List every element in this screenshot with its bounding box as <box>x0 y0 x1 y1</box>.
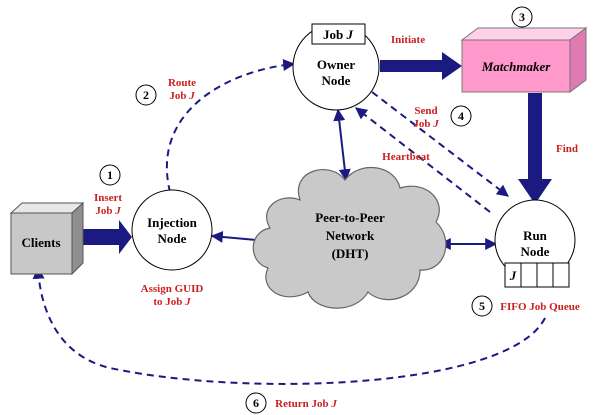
route-job-arrow <box>165 59 296 193</box>
clients-box: Clients <box>9 201 85 276</box>
initiate-arrow <box>380 52 462 80</box>
svg-text:2: 2 <box>143 88 149 102</box>
matchmaker-label: Matchmaker <box>481 59 552 74</box>
run-label-1: Run <box>523 228 548 243</box>
svg-text:5: 5 <box>479 299 485 313</box>
step-5-badge: 5 <box>471 295 493 317</box>
p2p-label-3: (DHT) <box>332 246 369 261</box>
owner-node: Job J Owner Node <box>292 23 380 111</box>
owner-label-1: Owner <box>317 57 356 72</box>
route-label-2: Job J <box>169 90 195 102</box>
owner-label-2: Node <box>322 73 351 88</box>
injection-node: Injection Node <box>131 189 213 271</box>
assign-label-1: Assign GUID <box>141 283 204 295</box>
p2p-label-1: Peer-to-Peer <box>315 210 385 225</box>
route-label-1: Route <box>168 77 196 89</box>
queue-cell <box>520 262 538 288</box>
matchmaker-box: Matchmaker <box>460 27 588 93</box>
step-6-badge: 6 <box>245 392 267 414</box>
fifo-job-queue: J <box>504 262 570 288</box>
insert-job-arrow <box>83 220 132 254</box>
svg-text:1: 1 <box>107 168 113 182</box>
insert-label-2: Job J <box>95 205 121 217</box>
queue-cell <box>536 262 554 288</box>
insert-label-1: Insert <box>94 192 122 204</box>
fifo-label: FIFO Job Queue <box>500 301 580 313</box>
assign-label-2: to Job J <box>153 296 191 308</box>
send-label-1: Send <box>414 105 437 117</box>
step-1-badge: 1 <box>99 164 121 186</box>
send-label-2: Job J <box>413 118 439 130</box>
injection-label-1: Injection <box>147 215 198 230</box>
step-2-badge: 2 <box>135 84 157 106</box>
find-label: Find <box>556 143 578 155</box>
run-label-2: Node <box>521 244 550 259</box>
injection-label-2: Node <box>158 231 187 246</box>
owner-p2p-link <box>333 108 351 182</box>
step-3-badge: 3 <box>511 6 533 28</box>
p2p-label-2: Network <box>326 228 375 243</box>
p2p-network-cloud: Peer-to-Peer Network (DHT) <box>252 166 447 309</box>
step-4-badge: 4 <box>450 105 472 127</box>
clients-label: Clients <box>22 235 61 250</box>
heartbeat-arrow <box>355 107 491 213</box>
queue-cell <box>552 262 570 288</box>
owner-job-tag-text: Job J <box>323 27 353 42</box>
owner-job-tag <box>311 23 366 45</box>
run-node: Run Node <box>494 199 576 281</box>
heartbeat-label: Heartbeat <box>382 151 430 163</box>
svg-text:3: 3 <box>519 10 525 24</box>
return-job-arrow <box>32 266 546 385</box>
queue-job-label: J <box>509 268 517 283</box>
find-arrow <box>518 93 552 204</box>
send-job-arrow <box>371 91 509 197</box>
initiate-label: Initiate <box>391 34 425 46</box>
return-label: Return Job J <box>275 398 337 410</box>
svg-text:4: 4 <box>458 109 464 123</box>
svg-text:6: 6 <box>253 396 259 410</box>
